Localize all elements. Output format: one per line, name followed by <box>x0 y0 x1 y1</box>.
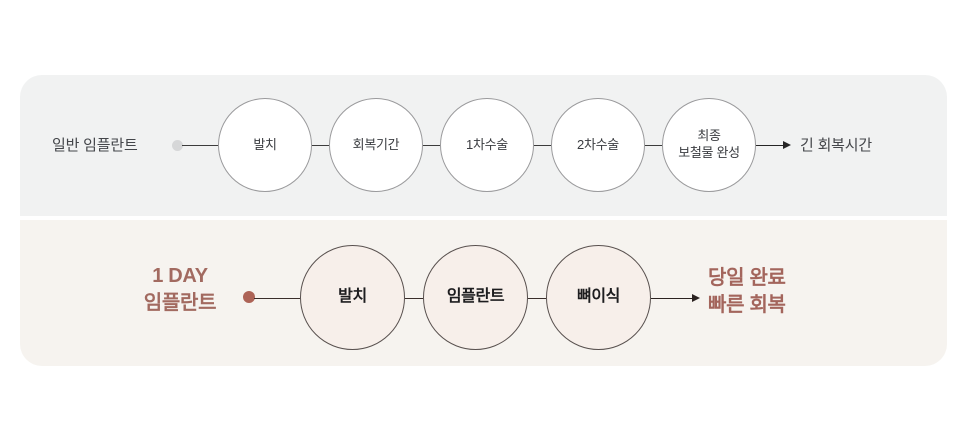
oneday-row-right-label: 당일 완료 빠른 회복 <box>708 265 786 319</box>
step-circle-label: 뼈이식 <box>577 288 620 306</box>
oneday-left-label-line1: 1 DAY <box>152 265 208 287</box>
standard-start-dot <box>172 140 183 151</box>
connector-segment <box>312 145 329 146</box>
connector-segment <box>423 145 440 146</box>
oneday-left-label-line2: 임플란트 <box>143 292 217 314</box>
connector-lead-in <box>254 297 300 299</box>
connector-segment <box>645 145 662 146</box>
oneday-right-label-line2: 빠른 회복 <box>708 294 786 316</box>
step-circle: 임플란트 <box>423 245 528 350</box>
step-circle-label: 1차수술 <box>466 136 508 152</box>
step-circle: 발치 <box>218 98 312 192</box>
connector-segment <box>405 297 423 299</box>
oneday-right-label-line1: 당일 완료 <box>708 267 786 289</box>
step-circle-label: 발치 <box>253 136 277 152</box>
connector-segment <box>534 145 551 146</box>
step-circle: 회복기간 <box>329 98 423 192</box>
standard-row-right-label: 긴 회복시간 <box>800 137 872 154</box>
step-circle-label: 회복기간 <box>352 136 400 152</box>
connector-segment <box>528 297 546 299</box>
step-circle-label: 2차수술 <box>577 136 619 152</box>
connector-lead-in <box>182 145 218 146</box>
oneday-start-dot <box>243 291 255 303</box>
oneday-row-left-label: 1 DAY 임플란트 <box>124 263 236 317</box>
step-circle: 1차수술 <box>440 98 534 192</box>
step-circle: 발치 <box>300 245 405 350</box>
step-circle: 2차수술 <box>551 98 645 192</box>
standard-row-left-label: 일반 임플란트 <box>52 137 138 154</box>
step-circle-label: 임플란트 <box>446 288 505 306</box>
step-circle-label: 발치 <box>338 288 367 306</box>
step-circle: 뼈이식 <box>546 245 651 350</box>
